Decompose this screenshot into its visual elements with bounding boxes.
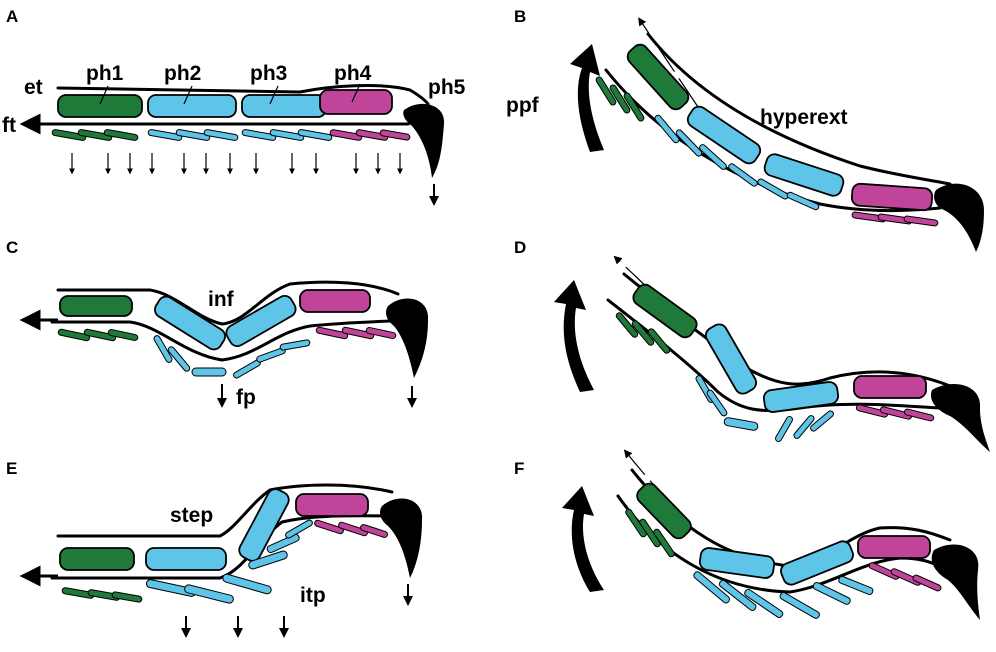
- panel-letter-f: F: [514, 459, 524, 478]
- label-ph4: ph4: [334, 62, 372, 85]
- panel-b-ph3-bone: [763, 153, 845, 197]
- panel-e-ph1-bone: [59, 547, 135, 571]
- panel-a-ph4-bone: [319, 89, 393, 115]
- panel-a-ph3-bone: [241, 94, 327, 118]
- panel-e-force-arrows: [181, 584, 413, 638]
- panel-b-dashed-arrow-icon: [638, 17, 701, 111]
- panel-d-curved-arrow-icon: [554, 280, 594, 392]
- panel-a-force-arrows: [69, 153, 439, 206]
- label-ft: ft: [2, 114, 16, 137]
- panel-f-ph3-bone: [780, 540, 854, 586]
- panel-d-pad-segments: [615, 312, 935, 443]
- panel-c-ph2-bone: [154, 295, 226, 351]
- panel-b-claw-icon: [934, 183, 984, 252]
- panel-a-ph2-bone: [147, 94, 237, 118]
- panel-d-ph1-bone: [632, 283, 698, 339]
- label-fp: fp: [236, 386, 256, 409]
- panel-b-curved-arrow-icon: [570, 44, 604, 152]
- panel-f-ph4-bone: [857, 535, 931, 559]
- panel-c-ph4-bone: [299, 289, 371, 313]
- panel-letter-e: E: [6, 459, 17, 478]
- panel-c-pad-segments: [57, 326, 397, 379]
- panel-a-top-outline: [56, 84, 430, 106]
- panel-c: inf fp: [19, 280, 429, 409]
- panel-f-claw-icon: [931, 544, 980, 620]
- panel-e-pad-segments: [61, 519, 388, 604]
- panel-f-curved-arrow-icon: [562, 486, 604, 592]
- panel-d-ph2-bone: [705, 323, 757, 395]
- label-inf: inf: [208, 288, 235, 311]
- panel-b: ppf hyperext: [506, 17, 984, 252]
- panel-c-ph1-bone: [59, 295, 133, 317]
- label-ph1: ph1: [86, 62, 124, 85]
- panel-c-claw-icon: [386, 298, 429, 378]
- panel-d-claw-icon: [930, 384, 990, 452]
- panel-a: et ph1 ph2 ph3 ph4 ph5 ft: [2, 62, 466, 206]
- panel-d-ph4-bone: [853, 375, 927, 399]
- label-et: et: [24, 76, 43, 99]
- panel-a-pad-segments: [51, 129, 411, 141]
- panel-c-bottom-outline: [50, 318, 408, 362]
- panel-a-leader-lines: [99, 83, 361, 105]
- panel-a-ph1-bone: [57, 94, 143, 118]
- panel-b-ph4-bone: [850, 182, 934, 212]
- label-hyperext: hyperext: [760, 106, 848, 129]
- panel-e-claw-icon: [380, 498, 423, 578]
- panel-f-pad-segments: [625, 508, 942, 619]
- label-ph2: ph2: [164, 62, 201, 85]
- label-step: step: [170, 504, 213, 527]
- panel-letter-b: B: [514, 7, 526, 26]
- panel-f: [562, 449, 980, 620]
- label-ph3: ph3: [250, 62, 287, 85]
- panel-c-ph3-bone: [225, 295, 297, 347]
- panel-letter-a: A: [6, 7, 18, 26]
- panel-e: step itp: [19, 483, 423, 638]
- panel-f-ph1-bone: [636, 482, 692, 540]
- panel-e-ph2-bone: [145, 547, 227, 571]
- panel-letter-c: C: [6, 238, 18, 257]
- panel-a-claw-icon: [403, 103, 445, 178]
- label-itp: itp: [300, 584, 326, 607]
- panel-f-ph2-bone: [698, 547, 776, 579]
- panel-d: [554, 255, 990, 452]
- label-ph5: ph5: [428, 76, 466, 99]
- panel-letter-d: D: [514, 238, 526, 257]
- panel-c-top-outline: [56, 280, 400, 326]
- panel-e-ph3-bone: [238, 488, 290, 562]
- panel-b-ph2-bone: [686, 105, 762, 165]
- panel-b-pad-segments: [595, 76, 939, 227]
- panel-b-top-outline: [646, 32, 952, 186]
- panel-d-ph3-bone: [762, 381, 840, 413]
- panel-e-ph4-bone: [295, 493, 369, 517]
- panel-b-ph1-bone: [626, 43, 690, 111]
- label-ppf: ppf: [506, 94, 540, 117]
